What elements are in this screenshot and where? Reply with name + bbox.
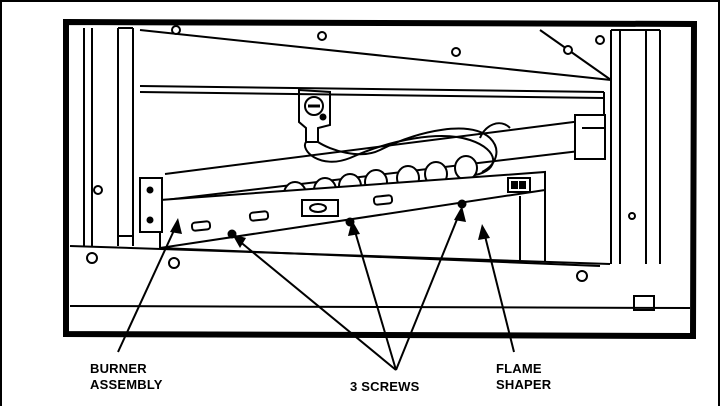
leader-flame-shaper	[483, 231, 515, 353]
plate-slot-3	[372, 194, 394, 206]
leader-screw-2	[353, 227, 397, 371]
side-hole-right	[628, 212, 636, 220]
label-burner-assembly-line1: BURNER	[90, 361, 147, 376]
label-flame-shaper-line2: SHAPER	[496, 377, 552, 392]
leader-screw-1	[237, 239, 397, 371]
flame-shaper	[69, 190, 611, 267]
leader-screw-3	[395, 211, 461, 371]
leader-lines	[117, 211, 515, 371]
panel-screws	[171, 25, 605, 57]
panel-screw-3	[451, 47, 461, 57]
panel-screw-4	[563, 45, 573, 55]
panel-screw-2	[317, 31, 327, 41]
panel-screw-5	[595, 35, 605, 45]
left-frame-rails	[83, 27, 134, 246]
label-burner-assembly-line2: ASSEMBLY	[90, 377, 163, 392]
label-flame-shaper-line1: FLAME	[496, 361, 542, 376]
floor-hole-1	[86, 252, 98, 264]
side-hole-left	[93, 185, 103, 195]
leader-arrowheads	[170, 206, 490, 248]
label-3-screws: 3 SCREWS	[350, 379, 420, 394]
cabinet-opening	[63, 18, 698, 340]
floor-hole-3	[576, 270, 588, 282]
floor-holes	[86, 185, 636, 282]
right-frame-rails	[610, 29, 661, 264]
corner-bracket	[633, 295, 655, 311]
leader-burner-assembly	[117, 225, 177, 353]
ignitor-block	[301, 199, 339, 217]
valve-bracket	[298, 88, 331, 143]
panel-screw-1	[171, 25, 181, 35]
floor-hole-2	[168, 257, 180, 269]
plate-slot-2	[248, 210, 270, 222]
upper-panel	[139, 29, 612, 160]
plate-slot-1	[190, 220, 212, 232]
burner-plate	[139, 170, 546, 250]
gas-tubing	[303, 122, 511, 176]
